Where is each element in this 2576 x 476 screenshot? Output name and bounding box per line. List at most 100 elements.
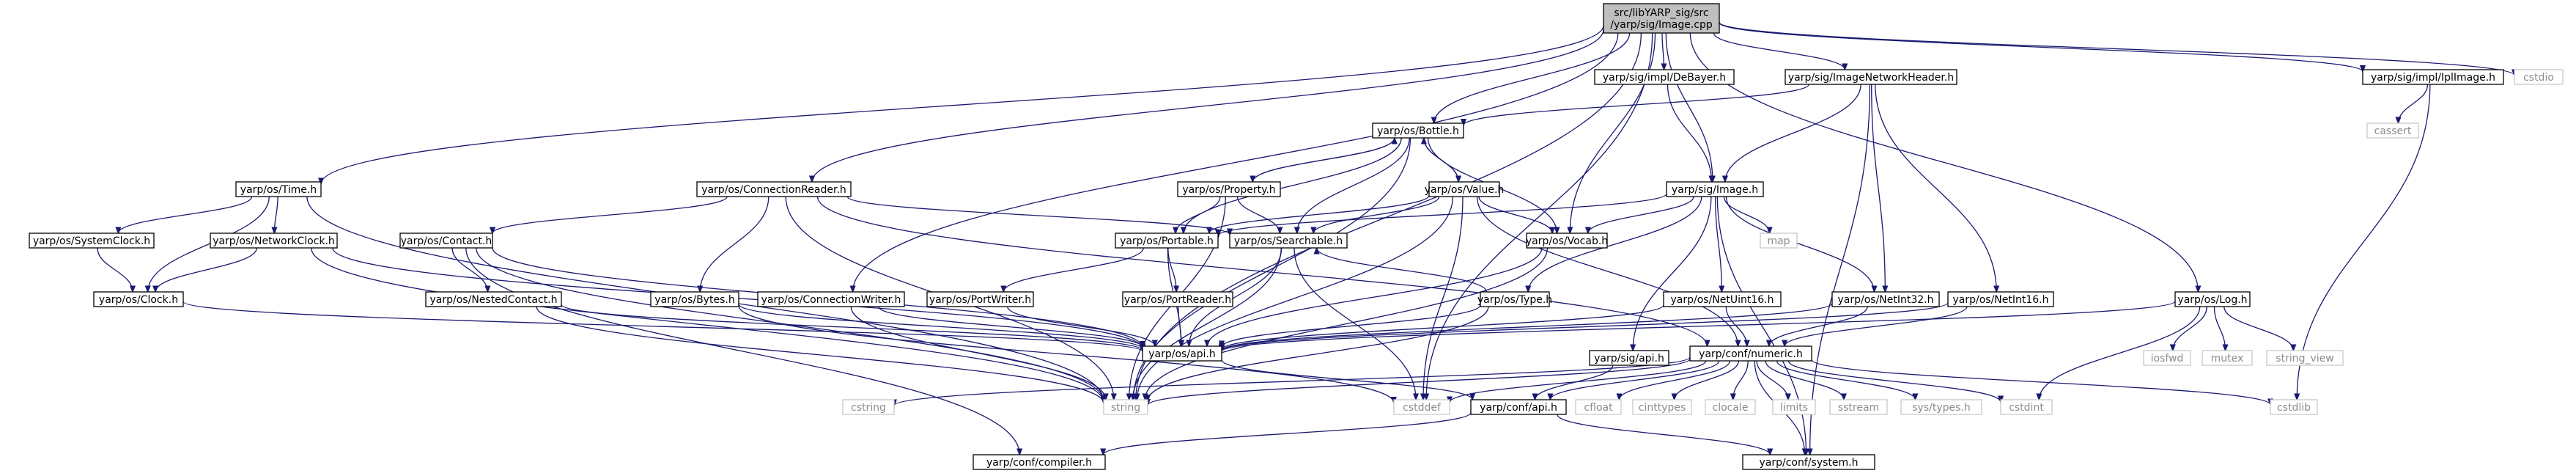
- node-cfloat: cfloat: [1575, 399, 1622, 415]
- node-box: [1900, 399, 1982, 415]
- node-box: [425, 291, 562, 307]
- edge-numeric-to-string: [1148, 358, 1691, 405]
- edge-Log-to-cstdint: [2039, 306, 2201, 400]
- node-conf_api[interactable]: yarp/conf/api.h: [1470, 399, 1567, 415]
- edge-Image-to-sig_api: [1633, 196, 1712, 351]
- node-box: [1705, 399, 1756, 415]
- node-label: cstdio: [2523, 72, 2554, 84]
- node-DeBayer[interactable]: yarp/sig/impl/DeBayer.h: [1594, 69, 1735, 85]
- node-cstdint: cstdint: [2000, 399, 2053, 415]
- node-Image[interactable]: yarp/sig/Image.h: [1666, 181, 1764, 197]
- edge-Property-to-Portable: [1176, 196, 1221, 233]
- edge-Image-to-NetInt32: [1725, 196, 1875, 292]
- edge-Log-to-iosfwd: [2173, 306, 2207, 351]
- edge-numeric-to-cstdlib: [1811, 359, 2270, 406]
- edge-conf_api-to-system: [1557, 414, 1770, 455]
- node-NetInt32[interactable]: yarp/os/NetInt32.h: [1831, 291, 1940, 307]
- node-root[interactable]: src/libYARP_sig/src/yarp/sig/Image.cpp: [1603, 3, 1720, 34]
- edge-Type-to-string: [1148, 306, 1489, 401]
- node-NetUint16[interactable]: yarp/os/NetUint16.h: [1663, 291, 1782, 307]
- edge-IplImage-to-cassert: [2399, 84, 2429, 123]
- edge-NetInt32-to-numeric: [1769, 306, 1868, 346]
- node-Vocab[interactable]: yarp/os/Vocab.h: [1526, 232, 1608, 249]
- node-box: [1428, 181, 1500, 197]
- node-os_api[interactable]: yarp/os/api.h: [1142, 345, 1222, 362]
- edge-Searchable-to-os_api: [1189, 247, 1283, 346]
- edge-Time-to-SystemClock: [118, 196, 253, 233]
- edge-NetUint16-to-numeric: [1725, 306, 1746, 346]
- node-PortReader[interactable]: yarp/os/PortReader.h: [1122, 291, 1233, 307]
- node-cassert: cassert: [2366, 122, 2419, 139]
- edge-root-to-Vocab: [1570, 32, 1656, 233]
- node-box: [93, 291, 184, 307]
- node-string_view: string_view: [2266, 350, 2344, 366]
- node-SystemClock[interactable]: yarp/os/SystemClock.h: [29, 232, 155, 249]
- edge-Contact-to-compiler: [465, 247, 1019, 455]
- node-label: yarp/os/NetUint16.h: [1670, 294, 1774, 306]
- edge-Time-to-NetworkClock: [274, 196, 278, 233]
- edge-Vocab-to-os_api: [1207, 247, 1543, 346]
- node-ConnectionReader[interactable]: yarp/os/ConnectionReader.h: [696, 181, 852, 197]
- edge-numeric-to-limits: [1756, 360, 1788, 400]
- node-ConnectionWriter[interactable]: yarp/os/ConnectionWriter.h: [757, 291, 905, 307]
- node-box: [1663, 291, 1782, 307]
- node-label: cstdint: [2009, 402, 2044, 414]
- node-PortWriter[interactable]: yarp/os/PortWriter.h: [926, 291, 1034, 307]
- node-label: sys/types.h: [1912, 402, 1970, 414]
- edge-Bytes-to-os_api: [738, 304, 1143, 350]
- edge-NetUint16-to-os_api: [1222, 304, 1664, 351]
- edge-ConnectionReader-to-Searchable: [846, 196, 1230, 235]
- edge-root-to-Time: [321, 25, 1604, 184]
- node-label: iosfwd: [2151, 353, 2184, 365]
- node-Time[interactable]: yarp/os/Time.h: [235, 181, 322, 197]
- node-ImageNetworkHeader[interactable]: yarp/sig/ImageNetworkHeader.h: [1785, 69, 1957, 85]
- edge-numeric-to-conf_api: [1550, 360, 1720, 400]
- node-Searchable[interactable]: yarp/os/Searchable.h: [1229, 232, 1348, 249]
- node-Portable[interactable]: yarp/os/Portable.h: [1115, 232, 1219, 249]
- node-numeric[interactable]: yarp/conf/numeric.h: [1689, 345, 1812, 362]
- node-box: [2270, 399, 2318, 415]
- node-NetInt16[interactable]: yarp/os/NetInt16.h: [1947, 291, 2054, 307]
- edge-Value-to-Portable: [1209, 194, 1430, 233]
- edge-Bottle-to-Searchable: [1297, 137, 1410, 233]
- edge-Value-to-Searchable: [1313, 196, 1440, 233]
- edge-root-to-ConnectionReader: [812, 29, 1604, 182]
- edge-Log-to-mutex: [2213, 306, 2226, 351]
- node-label: map: [1767, 235, 1790, 247]
- node-label: yarp/os/PortWriter.h: [929, 294, 1031, 306]
- edge-Contact-to-NestedContact: [451, 247, 487, 292]
- node-label: yarp/os/SystemClock.h: [33, 235, 150, 247]
- node-cstddef: cstddef: [1393, 399, 1450, 415]
- edge-Type-to-Searchable: [1317, 248, 1488, 293]
- node-string: string: [1103, 399, 1148, 415]
- node-Bytes[interactable]: yarp/os/Bytes.h: [650, 291, 739, 307]
- edge-root-to-Bottle: [1434, 32, 1631, 123]
- node-box: [842, 399, 895, 415]
- node-box: [1575, 399, 1622, 415]
- node-NestedContact[interactable]: yarp/os/NestedContact.h: [425, 291, 562, 307]
- edge-NetworkClock-to-string: [311, 247, 1104, 403]
- node-sig_api[interactable]: yarp/sig/api.h: [1589, 350, 1669, 366]
- node-box: [1122, 291, 1233, 307]
- node-Value[interactable]: yarp/os/Value.h: [1425, 181, 1505, 197]
- edge-Image-to-map: [1723, 196, 1769, 233]
- node-Contact[interactable]: yarp/os/Contact.h: [399, 232, 493, 249]
- node-Bottle[interactable]: yarp/os/Bottle.h: [1372, 122, 1464, 139]
- node-Property[interactable]: yarp/os/Property.h: [1177, 181, 1281, 197]
- node-box: [1760, 232, 1798, 249]
- edge-numeric-to-clocale: [1733, 360, 1749, 400]
- node-Log[interactable]: yarp/os/Log.h: [2174, 291, 2251, 307]
- node-NetworkClock[interactable]: yarp/os/NetworkClock.h: [210, 232, 338, 249]
- node-compiler[interactable]: yarp/conf/compiler.h: [973, 454, 1106, 470]
- node-label: yarp/os/api.h: [1148, 348, 1215, 360]
- node-system[interactable]: yarp/conf/system.h: [1742, 454, 1875, 470]
- node-Clock[interactable]: yarp/os/Clock.h: [93, 291, 184, 307]
- node-IplImage[interactable]: yarp/sig/impl/IplImage.h: [2362, 69, 2504, 85]
- edge-root-to-IplImage: [1719, 22, 2363, 72]
- node-label: cstddef: [1403, 402, 1442, 414]
- node-label: yarp/sig/Image.h: [1672, 184, 1758, 196]
- node-Type[interactable]: yarp/os/Type.h: [1477, 291, 1552, 307]
- node-box: [1470, 399, 1567, 415]
- node-sstream: sstream: [1829, 399, 1888, 415]
